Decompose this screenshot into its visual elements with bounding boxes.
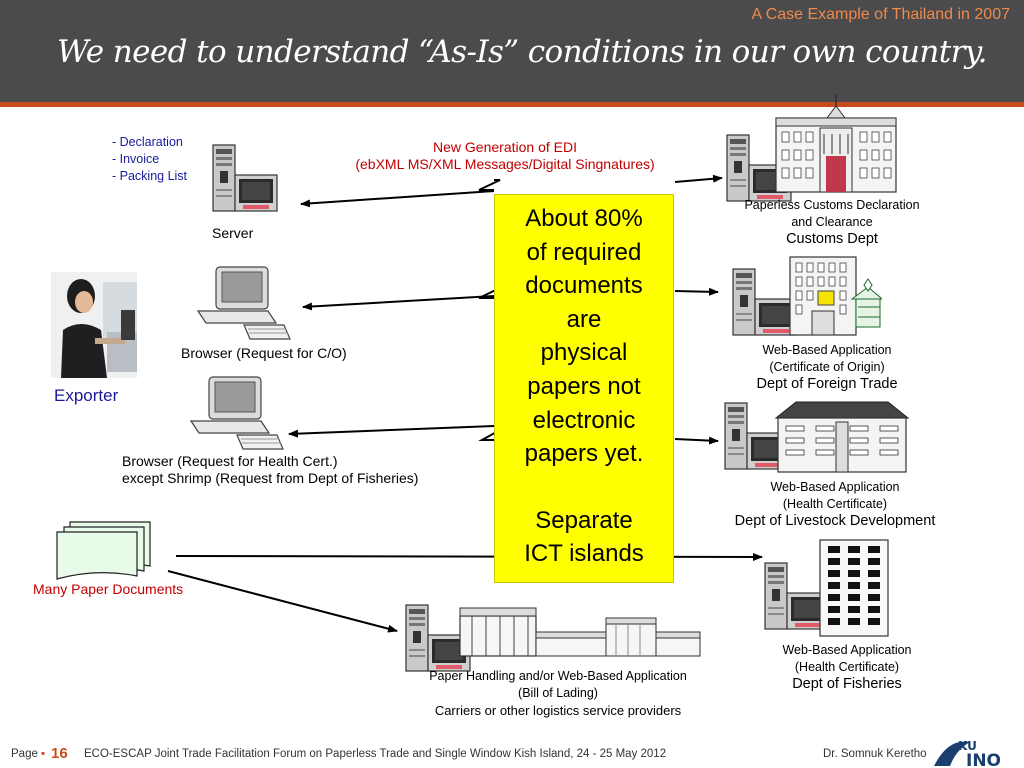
callout-line: physical: [540, 339, 628, 367]
fisheries-building-icon: [819, 539, 889, 637]
fisheries-info: Web-Based Application (Health Certificat…: [782, 643, 912, 692]
paper-arrow-carriers: [167, 570, 398, 633]
foreign-trade-building-icon: [789, 256, 882, 336]
header-accent-line: [0, 102, 1024, 107]
svg-text:KU: KU: [958, 739, 977, 753]
foreign-trade-info: Web-Based Application (Certificate of Or…: [756, 343, 898, 392]
callout-line: electronic: [532, 406, 636, 434]
svg-text:INO: INO: [966, 751, 1001, 768]
edi-arrow-right: [674, 174, 723, 183]
health-arrow-left: [288, 425, 495, 438]
customs-building-icon: [775, 94, 897, 193]
slide-subtitle: A Case Example of Thailand in 2007: [751, 6, 1010, 23]
callout-box: About 80% of required documents are phys…: [494, 194, 674, 583]
edi-zigzag: [478, 179, 501, 191]
exporter-label: Exporter: [54, 386, 119, 405]
edi-label: New Generation of EDI (ebXML MS/XML Mess…: [355, 139, 655, 172]
ku-ino-logo: KU INO: [934, 739, 1001, 768]
health-arrow-right: [674, 436, 719, 445]
document-item: - Invoice: [112, 152, 160, 166]
footer: Page ▪ 16 ECO-ESCAP Joint Trade Facilita…: [0, 739, 1024, 768]
paper-documents-label: Many Paper Documents: [33, 581, 184, 597]
customs-info: Paperless Customs Declaration and Cleara…: [744, 198, 920, 247]
callout-line: ICT islands: [524, 540, 644, 568]
callout-line: documents: [525, 272, 643, 300]
callout-line: of required: [526, 238, 642, 266]
browser-health-computer-icon: [190, 376, 284, 450]
callout-line: papers yet.: [524, 440, 644, 468]
header-bar: [0, 0, 1024, 102]
livestock-building-icon: [774, 401, 910, 473]
livestock-info: Web-Based Application (Health Certificat…: [734, 480, 936, 529]
browser-co-label: Browser (Request for C/O): [181, 345, 347, 361]
callout-line: papers not: [527, 372, 641, 400]
document-item: - Declaration: [112, 135, 183, 149]
paper-arrow-fisheries: [175, 552, 763, 561]
author-text: Dr. Somnuk Keretho: [823, 748, 927, 760]
browser-co-computer-icon: [197, 266, 291, 340]
document-item: - Packing List: [112, 169, 188, 183]
document-list: - Declaration - Invoice - Packing List: [112, 134, 187, 185]
event-text: ECO-ESCAP Joint Trade Facilitation Forum…: [84, 748, 667, 760]
callout-line: About 80%: [525, 205, 643, 232]
callout-line: Separate: [535, 506, 633, 534]
page-bullet: ▪: [41, 748, 46, 760]
co-arrow-left: [302, 295, 495, 311]
carriers-warehouse-icon: [459, 607, 701, 657]
server-label: Server: [212, 225, 254, 241]
paper-documents-icon: [56, 521, 151, 580]
exporter-photo: [51, 272, 137, 378]
edi-arrow-left: [300, 190, 495, 208]
co-arrow-right: [674, 287, 719, 296]
carriers-info: Paper Handling and/or Web-Based Applicat…: [429, 669, 687, 718]
slide-title: We need to understand “As-Is” conditions…: [57, 34, 987, 70]
page-label: Page: [11, 748, 38, 760]
exporter-server-icon: [212, 144, 278, 212]
browser-health-label: Browser (Request for Health Cert.) excep…: [122, 453, 419, 486]
callout-line: [495, 471, 673, 504]
callout-line: are: [566, 305, 602, 333]
page-number: 16: [51, 745, 68, 762]
